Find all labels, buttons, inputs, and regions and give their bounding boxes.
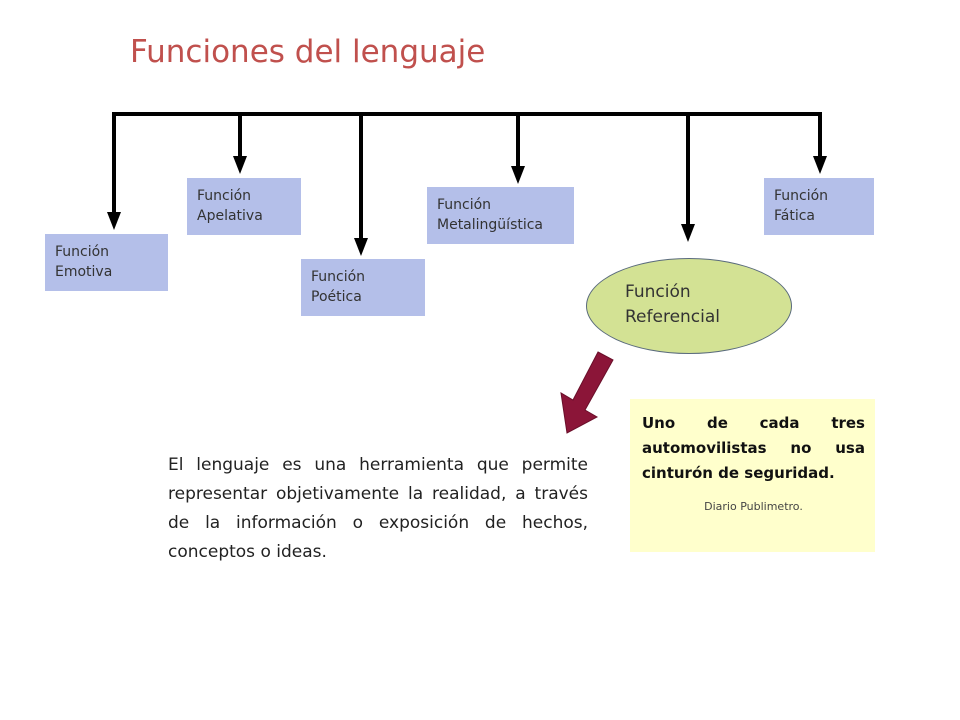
description-text: El lenguaje es una herramienta que permi…: [168, 455, 588, 562]
box-funcion-poetica: Función Poética: [301, 259, 425, 316]
example-note: Uno de cada tres automovilistas no usa c…: [630, 399, 875, 552]
arrowhead-fatica: [813, 156, 827, 174]
box-funcion-apelativa: Función Apelativa: [187, 178, 301, 235]
ellipse-funcion-referencial: Función Referencial: [586, 258, 792, 354]
example-quote: Uno de cada tres automovilistas no usa c…: [642, 414, 865, 482]
box-funcion-fatica: Función Fática: [764, 178, 874, 235]
page-title: Funciones del lenguaje: [130, 34, 486, 70]
arrowhead-referencial: [681, 224, 695, 242]
arrowhead-emotiva: [107, 212, 121, 230]
arrowhead-metalinguistica: [511, 166, 525, 184]
arrowhead-poetica: [354, 238, 368, 256]
down-left-arrow: [560, 351, 614, 434]
example-source: Diario Publimetro.: [704, 500, 803, 513]
box-funcion-metalinguistica: Función Metalingüística: [427, 187, 574, 244]
box-funcion-emotiva: Función Emotiva: [45, 234, 168, 291]
arrowhead-apelativa: [233, 156, 247, 174]
